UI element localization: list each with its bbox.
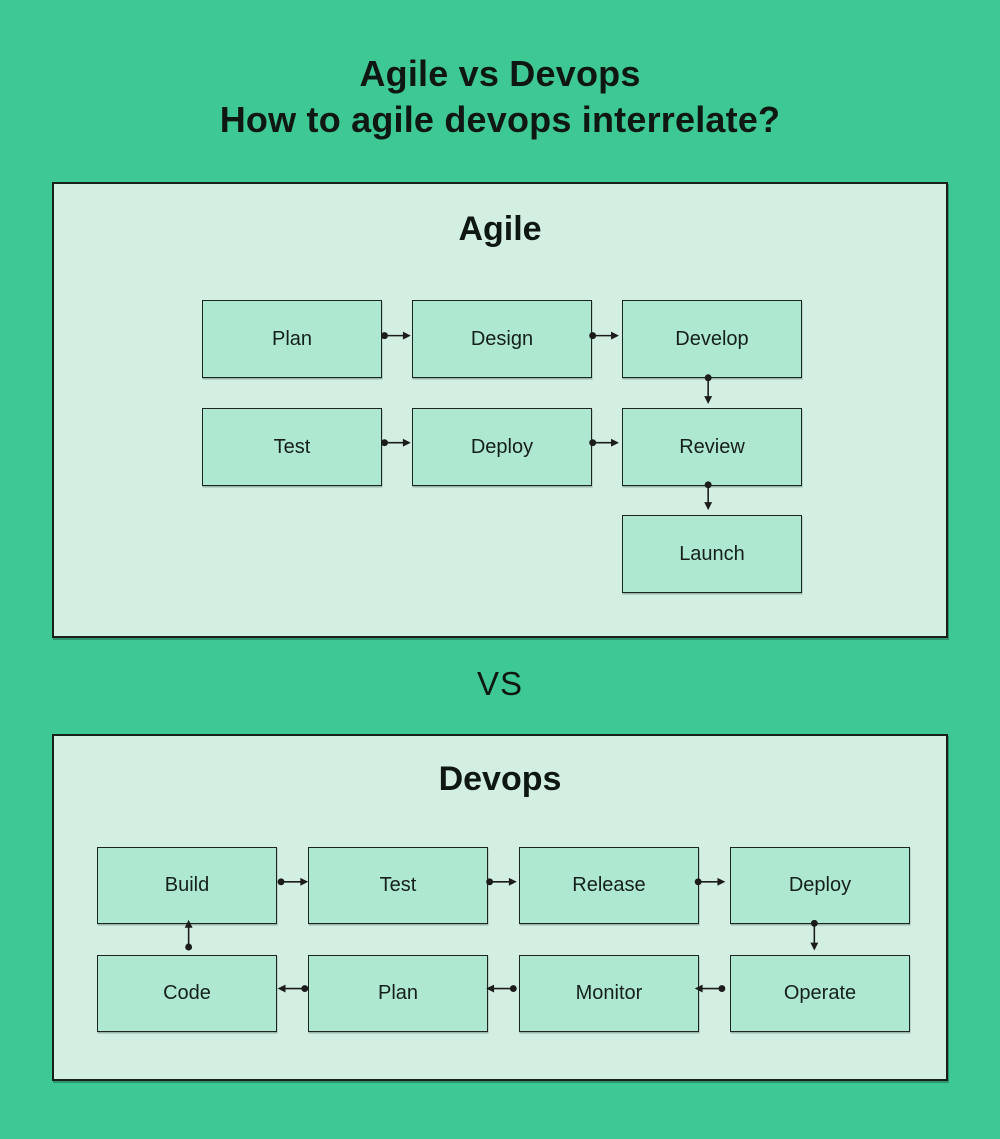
node-devops-deploy: Deploy xyxy=(730,847,910,924)
arrow-design-to-develop xyxy=(589,331,619,340)
node-agile-test-label: Test xyxy=(273,435,311,458)
node-devops-test: Test xyxy=(308,847,488,924)
node-devops-operate: Operate xyxy=(730,955,910,1032)
node-devops-build: Build xyxy=(97,847,277,924)
node-devops-monitor: Monitor xyxy=(519,955,699,1032)
arrow-develop-to-review xyxy=(704,374,713,405)
node-agile-test: Test xyxy=(202,408,382,486)
devops-panel-title: Devops xyxy=(438,760,562,798)
arrow-plan-to-code xyxy=(277,984,309,993)
arrow-release-to-deploy xyxy=(694,877,726,886)
arrow-deploy-to-operate xyxy=(810,919,819,951)
node-agile-develop: Develop xyxy=(622,300,802,378)
arrow-monitor-to-plan xyxy=(486,984,517,993)
page-title: Agile vs Devops How to agile devops inte… xyxy=(0,51,1000,143)
node-agile-review-label: Review xyxy=(679,435,745,458)
vs-divider: VS xyxy=(476,665,524,702)
node-devops-plan-label: Plan xyxy=(377,982,419,1004)
node-devops-plan: Plan xyxy=(308,955,488,1032)
agile-panel: Agile Plan Design Develop Test Deploy Re… xyxy=(52,182,948,638)
node-devops-release-label: Release xyxy=(572,874,646,896)
arrow-plan-to-design xyxy=(381,331,411,340)
node-agile-review: Review xyxy=(622,408,802,486)
node-agile-deploy-label: Deploy xyxy=(470,435,534,458)
page-title-line-2: How to agile devops interrelate? xyxy=(219,99,781,140)
arrow-build-to-test xyxy=(277,877,309,886)
node-agile-design-label: Design xyxy=(470,327,534,350)
node-agile-launch-label: Launch xyxy=(679,542,745,565)
agile-panel-title: Agile xyxy=(458,210,542,248)
node-agile-launch: Launch xyxy=(622,515,802,593)
node-devops-code-label: Code xyxy=(163,982,211,1004)
node-agile-plan-label: Plan xyxy=(271,327,313,350)
devops-panel: Devops Build Test Release Deploy Code Pl… xyxy=(52,734,948,1081)
arrow-code-to-build xyxy=(184,919,193,951)
node-devops-monitor-label: Monitor xyxy=(575,982,643,1004)
arrow-operate-to-monitor xyxy=(694,984,726,993)
node-devops-code: Code xyxy=(97,955,277,1032)
arrow-deploy-to-review xyxy=(589,438,619,447)
node-devops-release: Release xyxy=(519,847,699,924)
node-devops-deploy-label: Deploy xyxy=(788,874,852,896)
node-agile-plan: Plan xyxy=(202,300,382,378)
node-agile-design: Design xyxy=(412,300,592,378)
arrow-test-to-release xyxy=(486,877,517,886)
arrow-test-to-deploy xyxy=(381,438,411,447)
node-agile-develop-label: Develop xyxy=(675,327,749,350)
node-agile-deploy: Deploy xyxy=(412,408,592,486)
node-devops-operate-label: Operate xyxy=(783,982,857,1004)
node-devops-build-label: Build xyxy=(164,874,210,896)
node-devops-test-label: Test xyxy=(379,874,417,896)
page-title-line-1: Agile vs Devops xyxy=(359,53,641,94)
